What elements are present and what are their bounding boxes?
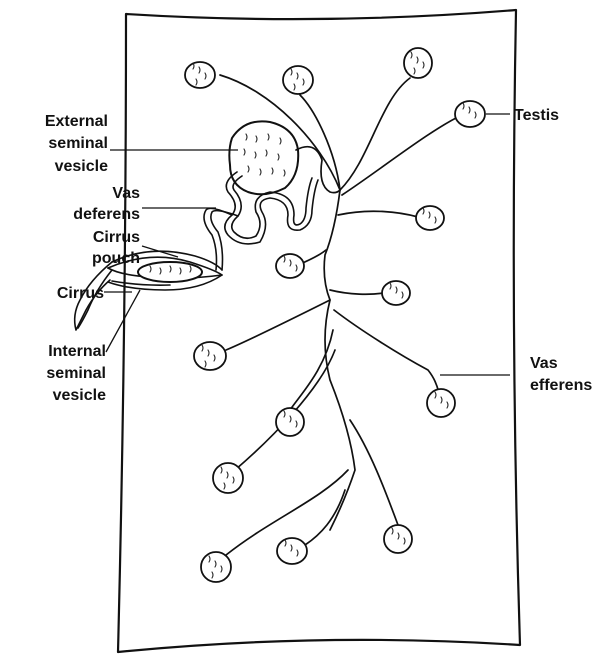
testis (404, 48, 432, 78)
label-vas-deferens-line2: deferens (73, 206, 140, 223)
label-vas-efferens-line1: Vas (530, 355, 558, 372)
label-external-seminal-vesicle-line3: vesicle (55, 158, 108, 175)
leader-lines (104, 114, 510, 375)
label-external-seminal-vesicle-line2: seminal (48, 135, 108, 152)
label-vas-deferens-line1: Vas (112, 185, 140, 202)
testis (382, 281, 410, 305)
label-external-seminal-vesicle-line1: External (45, 113, 108, 130)
testis (277, 538, 307, 564)
testis (213, 463, 243, 493)
testis (185, 62, 215, 88)
testis (427, 389, 455, 417)
internal-seminal-vesicle (138, 262, 202, 282)
testis (416, 206, 444, 230)
external-seminal-vesicle (229, 121, 298, 194)
testis (455, 101, 485, 127)
connecting-duct (296, 147, 340, 193)
testis (194, 342, 226, 370)
testis (201, 552, 231, 582)
label-cirrus-pouch-line1: Cirrus (93, 229, 140, 246)
label-internal-seminal-vesicle-line3: vesicle (53, 387, 106, 404)
testis (283, 66, 313, 94)
label-cirrus: Cirrus (57, 285, 104, 302)
label-cirrus-pouch-line2: pouch (92, 250, 140, 267)
label-internal-seminal-vesicle-line2: seminal (46, 365, 106, 382)
label-vas-efferens-line2: efferens (530, 377, 592, 394)
testis (276, 254, 304, 278)
label-internal-seminal-vesicle-line1: Internal (48, 343, 106, 360)
label-testis: Testis (514, 107, 559, 124)
testis (276, 408, 304, 436)
testis (384, 525, 412, 553)
